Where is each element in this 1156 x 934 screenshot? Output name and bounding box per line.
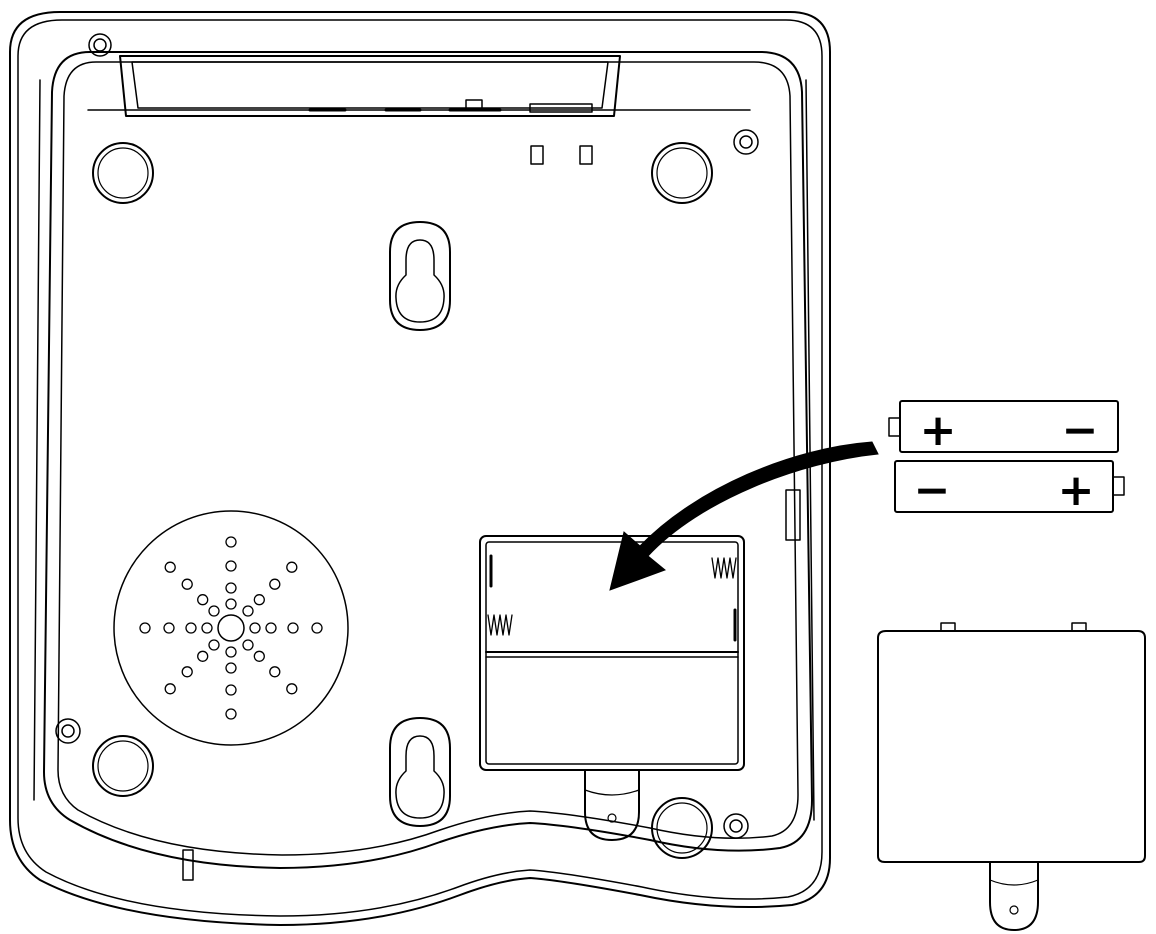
foot-bottom-right (651, 797, 713, 859)
battery-bottom-positive-symbol: + (1058, 465, 1095, 516)
speaker-hole (287, 622, 299, 634)
battery-bottom-nub (1112, 476, 1125, 496)
keyhole-mount-top (389, 221, 451, 331)
device-side-line-left (33, 79, 41, 801)
speaker-center-hole (217, 614, 245, 642)
speaker-grille (113, 510, 349, 746)
foot-bottom-left (92, 735, 154, 797)
battery-bottom (894, 460, 1125, 513)
speaker-hole (253, 650, 265, 662)
screw-hole-bottom-right (723, 813, 749, 839)
connector-housing (119, 55, 621, 117)
spring-contact-upper-right (711, 557, 737, 579)
speaker-hole (163, 622, 175, 634)
speaker-hole (225, 536, 237, 548)
screw-hole-bottom-left (55, 718, 81, 744)
foot-top-left (92, 142, 154, 204)
connector-port (529, 103, 593, 113)
speaker-hole (225, 662, 237, 674)
speaker-hole (265, 622, 277, 634)
speaker-hole (185, 622, 197, 634)
device-inner-rim-edge (57, 61, 799, 856)
speaker-hole (201, 622, 213, 634)
cover-latch-tab (989, 861, 1039, 931)
speaker-hole (181, 578, 193, 590)
connector-strip (87, 55, 751, 165)
speaker-hole (286, 561, 298, 573)
speaker-hole (242, 605, 254, 617)
speaker-hole (249, 622, 261, 634)
speaker-hole (269, 578, 281, 590)
foot-top-right (651, 142, 713, 204)
speaker-hole (208, 605, 220, 617)
speaker-hole (269, 666, 281, 678)
speaker-hole (253, 594, 265, 606)
cover-tab-left (940, 622, 956, 632)
battery-compartment (479, 535, 745, 841)
battery-top-nub (888, 417, 901, 437)
battery-cover (877, 622, 1146, 931)
speaker-hole (139, 622, 151, 634)
screw-holes (55, 33, 759, 839)
speaker-hole (311, 622, 323, 634)
device-outer-shell (9, 11, 831, 926)
spring-contact-lower-left (487, 614, 513, 636)
cover-tab-right (1071, 622, 1087, 632)
device-base (9, 11, 831, 926)
indicator-hole-left (530, 145, 544, 165)
rubber-feet (92, 142, 713, 859)
keyhole-mount-bottom (389, 717, 451, 827)
side-slot (785, 489, 801, 541)
battery-top (888, 400, 1119, 453)
indicator-hole-right (579, 145, 593, 165)
speaker-hole (225, 646, 237, 658)
speaker-hole (197, 650, 209, 662)
speaker-hole (225, 684, 237, 696)
bottom-tab (182, 849, 194, 881)
speaker-hole (164, 683, 176, 695)
device-outer-shell-inner-edge (17, 19, 823, 917)
connector-housing-inner (131, 61, 609, 109)
speaker-hole (225, 598, 237, 610)
speaker-hole (286, 683, 298, 695)
screw-hole-top-right (733, 129, 759, 155)
screw-hole-top-left (88, 33, 112, 57)
speaker-hole (208, 639, 220, 651)
compartment-latch-tab (584, 769, 640, 841)
speaker-hole (225, 582, 237, 594)
speaker-hole (181, 666, 193, 678)
speaker-outline (113, 510, 349, 746)
battery-bottom-negative-symbol: − (914, 465, 951, 516)
speaker-hole (225, 708, 237, 720)
battery-top-positive-symbol: + (920, 405, 957, 456)
speaker-hole (197, 594, 209, 606)
device-side-line-right (805, 79, 815, 821)
speaker-hole (164, 561, 176, 573)
device-inner-rim (43, 51, 813, 869)
speaker-hole (225, 560, 237, 572)
cover-plate (877, 630, 1146, 863)
speaker-hole (242, 639, 254, 651)
battery-top-negative-symbol: − (1062, 405, 1099, 456)
insert-battery-arrow (609, 441, 879, 591)
